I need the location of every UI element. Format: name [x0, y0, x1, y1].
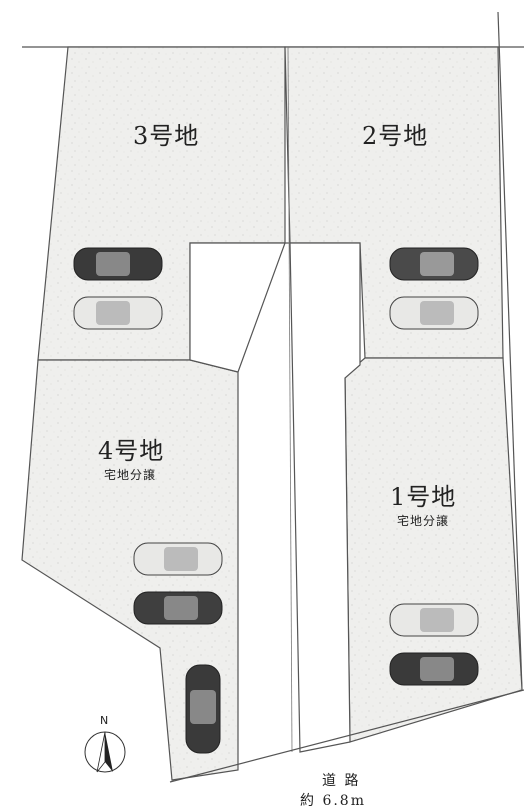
car-dark: [133, 591, 223, 625]
car-light: [389, 296, 479, 330]
north-label: N: [100, 714, 109, 727]
driveway-divider-line: [287, 46, 293, 753]
lot-1-label: 1号地: [390, 483, 457, 511]
car-light: [133, 542, 223, 576]
road-width: 約 6.8m: [300, 793, 366, 809]
car-dark: [73, 247, 163, 281]
lot-4-label: 4号地: [98, 437, 165, 465]
road-name: 道 路: [322, 773, 361, 789]
car-dark: [389, 247, 479, 281]
car-light: [73, 296, 163, 330]
right-boundary-line: [497, 11, 523, 691]
lot-4-note: 宅地分譲: [104, 468, 157, 482]
car-dark: [185, 664, 221, 754]
car-dark: [389, 652, 479, 686]
lot-3-label: 3号地: [133, 122, 200, 150]
car-light: [389, 603, 479, 637]
lot-2-label: 2号地: [362, 122, 429, 150]
private-driveway: [189, 242, 361, 753]
road-boundary-line: [169, 689, 524, 783]
north-arrow-icon: [84, 731, 126, 773]
lot-1-note: 宅地分譲: [397, 514, 450, 528]
